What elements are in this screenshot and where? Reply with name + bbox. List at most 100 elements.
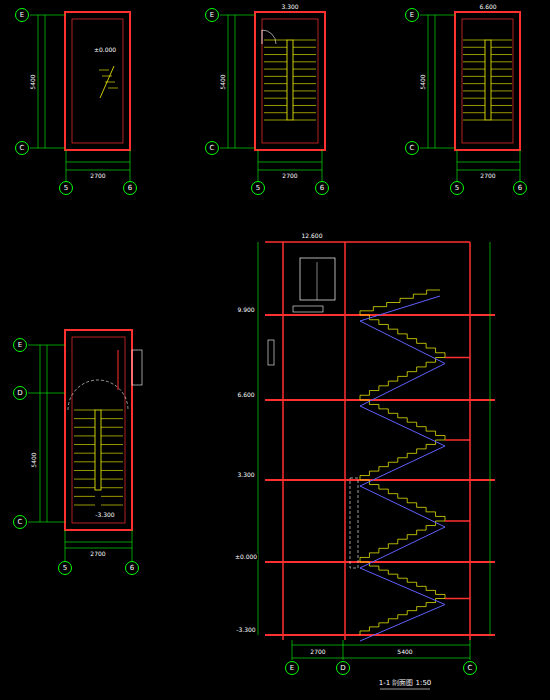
axis-bubble: 6 — [125, 561, 139, 575]
stair-steps — [360, 562, 445, 599]
axis-bubble: E — [15, 8, 29, 22]
stair-slab — [360, 364, 445, 407]
landing — [445, 439, 470, 441]
axis-label: E — [290, 665, 294, 672]
dimension-text: 5400 — [30, 73, 36, 90]
axis-bubble: E — [405, 8, 419, 22]
stair-tread — [74, 435, 95, 436]
axis-label: C — [410, 145, 415, 152]
dimension-text: 12.600 — [301, 233, 324, 239]
axis-bubble: D — [13, 386, 27, 400]
stair-tread — [101, 435, 123, 436]
stair-tread — [74, 418, 95, 419]
stair-tread — [293, 47, 316, 48]
dimension-text: 2700 — [309, 649, 326, 655]
landing — [445, 598, 470, 600]
stair-tread — [293, 54, 316, 55]
stair-slab — [360, 527, 445, 568]
stair-tread — [264, 83, 287, 84]
stair-tread — [264, 90, 287, 91]
stair-tread — [74, 461, 95, 462]
stair-tread — [264, 112, 287, 113]
axis-label: C — [18, 519, 23, 526]
stair-steps — [360, 440, 445, 480]
stair-steps — [360, 521, 445, 562]
stair-tread — [293, 76, 316, 77]
axis-bubble: 5 — [58, 561, 72, 575]
stair-tread — [74, 496, 95, 497]
stair-tread — [264, 40, 287, 41]
dimension-text: 2700 — [89, 551, 106, 557]
elevation-mark: 6.600 — [236, 392, 255, 398]
landing — [445, 357, 470, 359]
axis-label: 5 — [256, 185, 260, 192]
axis-label: C — [468, 665, 473, 672]
stair-tread — [101, 418, 123, 419]
dimension-text: 5400 — [420, 73, 426, 90]
elevation-mark: -3.300 — [235, 627, 256, 633]
axis-bubble: C — [13, 515, 27, 529]
stair-tread — [463, 98, 485, 99]
axis-bubble: 6 — [513, 181, 527, 195]
stair-tread — [463, 83, 485, 84]
stair-slab — [360, 321, 445, 364]
stair-tread — [491, 76, 512, 77]
stair-tread — [105, 82, 115, 83]
stair-tread — [293, 83, 316, 84]
stair-steps — [360, 358, 445, 401]
stair-tread — [74, 487, 95, 488]
stair-tread — [74, 479, 95, 480]
stair-tread — [74, 505, 95, 506]
stair-tread — [491, 90, 512, 91]
stair-tread — [463, 120, 485, 121]
axis-bubble: C — [405, 141, 419, 155]
axis-label: 5 — [455, 185, 459, 192]
stair-tread — [101, 470, 123, 471]
axis-label: E — [20, 12, 24, 19]
stair-tread — [101, 461, 123, 462]
stair-tread — [293, 98, 316, 99]
stair-slab — [360, 486, 445, 527]
stair-tread — [293, 105, 316, 106]
stair-steps — [360, 315, 445, 358]
stair-tread — [102, 76, 112, 77]
axis-bubble: C — [205, 141, 219, 155]
elevation-mark: 9.900 — [236, 307, 255, 313]
stair-tread — [491, 54, 512, 55]
dimension-text: ±0.000 — [93, 47, 117, 53]
stair-tread — [108, 88, 118, 89]
stair-slab — [360, 605, 445, 642]
axis-bubble: 5 — [450, 181, 464, 195]
stair-steps — [360, 480, 445, 521]
stair-tread — [491, 105, 512, 106]
stair-tread — [293, 61, 316, 62]
stair-slab — [360, 568, 445, 605]
axis-bubble: D — [336, 661, 350, 675]
axis-bubble: 6 — [315, 181, 329, 195]
stair-tread — [491, 69, 512, 70]
dimension-text: 5400 — [31, 451, 37, 468]
stair-tread — [264, 54, 287, 55]
dimension-text: 5400 — [220, 73, 226, 90]
elevation-mark: ±0.000 — [234, 554, 258, 560]
stair-tread — [264, 76, 287, 77]
dimension-text: 6.600 — [478, 4, 497, 10]
axis-bubble: 5 — [251, 181, 265, 195]
axis-label: 6 — [320, 185, 324, 192]
stair-tread — [99, 70, 109, 71]
stair-tread — [463, 69, 485, 70]
stair-tread — [101, 479, 123, 480]
axis-bubble: 6 — [123, 181, 137, 195]
stair-tread — [491, 61, 512, 62]
stair-slab — [360, 406, 445, 446]
stair-tread — [101, 427, 123, 428]
stair-tread — [264, 61, 287, 62]
stair-tread — [463, 40, 485, 41]
axis-label: E — [210, 12, 214, 19]
stair-tread — [101, 496, 123, 497]
stair-tread — [101, 487, 123, 488]
stair-tread — [264, 120, 287, 121]
section-caption: 1-1 剖面图 1:50 — [378, 680, 433, 687]
